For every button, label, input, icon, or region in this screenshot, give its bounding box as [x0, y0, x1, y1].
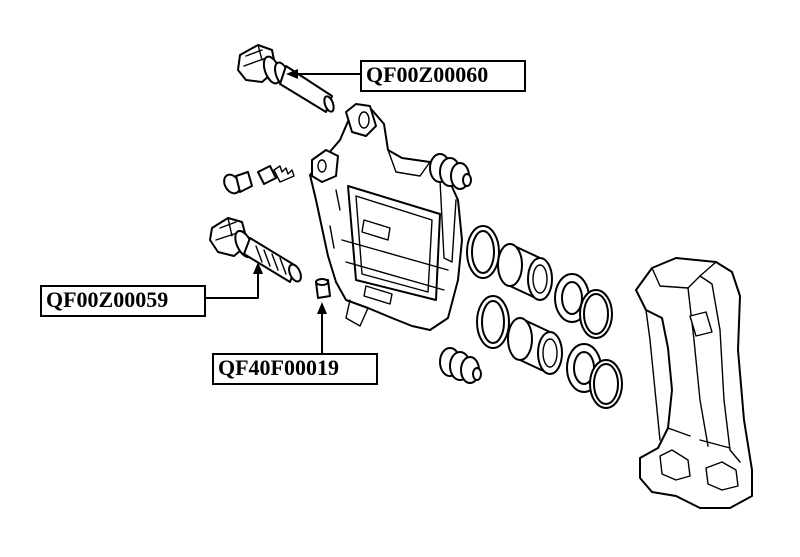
lower-piston-seal [476, 295, 510, 349]
lower-boot [439, 347, 482, 384]
upper-retaining-ring [579, 289, 613, 339]
lower-piston [507, 317, 563, 375]
upper-piston-seal [466, 225, 500, 279]
leader-line-upper-bolt [286, 69, 361, 79]
lower-guide-bolt [209, 217, 302, 283]
bleeder-cap [223, 171, 253, 195]
bleeder-screw [257, 165, 295, 185]
upper-piston [497, 243, 553, 301]
upper-boot [429, 153, 472, 190]
lower-retaining-ring [589, 359, 623, 409]
part-number-label-bushing[interactable]: QF40F00019 [212, 353, 378, 385]
part-number-label-lower-bolt[interactable]: QF00Z00059 [40, 285, 206, 317]
upper-guide-bolt [237, 44, 335, 113]
caliper-bracket [635, 257, 753, 509]
part-number-label-upper-bolt[interactable]: QF00Z00060 [360, 60, 526, 92]
leader-line-bushing [317, 302, 327, 354]
caliper-body [309, 103, 463, 331]
guide-bushing [315, 278, 331, 299]
leader-line-lower-bolt [205, 262, 263, 299]
